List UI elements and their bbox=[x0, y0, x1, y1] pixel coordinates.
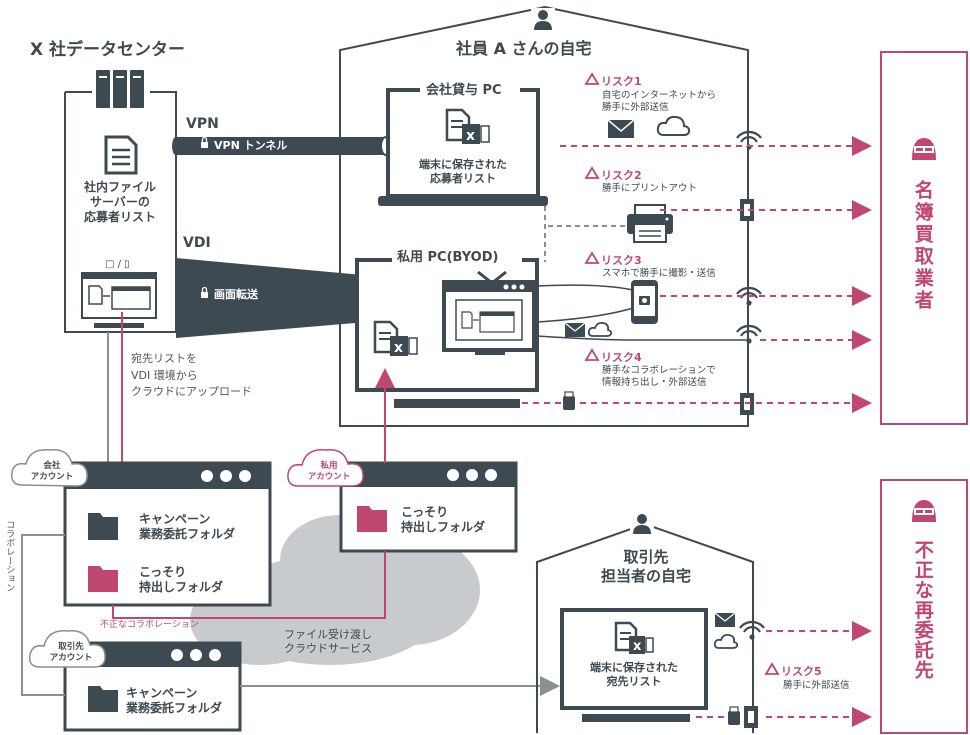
datacenter-title: X 社データセンター bbox=[30, 40, 186, 60]
risk2-title: リスク2 bbox=[601, 169, 642, 182]
risk1-title: リスク1 bbox=[601, 75, 642, 88]
usb-icon-partner bbox=[728, 706, 740, 725]
private-window bbox=[339, 461, 518, 553]
risk1-desc: 自宅のインターネットから 勝手に外部送信 bbox=[602, 90, 717, 113]
unauthorized-collab-label: 不正なコラボレーション bbox=[100, 620, 199, 630]
private-account-cloud bbox=[287, 449, 364, 487]
threat-box-top bbox=[880, 51, 968, 425]
screen-transfer-label: 画面転送 bbox=[214, 288, 258, 301]
cloud-service-label: ファイル受け渡し クラウドサービス bbox=[284, 628, 372, 655]
excel-icon-company: x bbox=[445, 108, 490, 144]
mail-icon-risk1 bbox=[607, 119, 635, 138]
company-laptop bbox=[378, 80, 548, 206]
company-pc-file-label: 端末に保存された 応募者リスト bbox=[419, 158, 507, 185]
byod-label: 私用 PC(BYOD) bbox=[397, 250, 499, 265]
risk2-desc: 勝手にプリントアウト bbox=[602, 183, 698, 194]
private-account-label: 私用 アカウント bbox=[307, 461, 351, 482]
partner-file-label: 端末に保存された 宛先リスト bbox=[590, 661, 678, 688]
usb-icon-a bbox=[563, 391, 575, 410]
company-account-cloud bbox=[10, 449, 88, 487]
document-icon bbox=[104, 135, 138, 175]
wifi-icon-4 bbox=[736, 324, 762, 344]
svg-text:x: x bbox=[394, 340, 403, 356]
person-icon-partner bbox=[630, 512, 654, 536]
printer-icon bbox=[627, 204, 673, 243]
risk3-desc: スマホで勝手に撮影・送信 bbox=[602, 268, 716, 279]
unauthorized-collab-line bbox=[112, 551, 386, 619]
person-icon-a bbox=[531, 8, 555, 32]
port-icon-partner bbox=[744, 706, 758, 728]
partner-campaign-folder: キャンペーン 業務委託フォルダ bbox=[126, 686, 223, 715]
print-connector bbox=[544, 206, 626, 262]
hacker-icon-top bbox=[912, 138, 936, 160]
company-window bbox=[63, 461, 272, 607]
mail-icon-partner bbox=[714, 612, 736, 627]
wifi-icon-partner bbox=[739, 620, 765, 640]
vdi-monitor-icon bbox=[81, 272, 157, 328]
vpn-label: VPN bbox=[186, 116, 219, 132]
risk4-desc: 勝手なコラボレーションで 情報持ち出し・外部送信 bbox=[602, 365, 716, 388]
house-a-outline bbox=[339, 5, 749, 427]
vpn-tunnel-label: VPN トンネル bbox=[214, 139, 288, 152]
vdi-icon-label: □ / ▯ bbox=[105, 259, 130, 270]
company-account-label: 会社 アカウント bbox=[30, 461, 74, 482]
risk5-title: リスク5 bbox=[781, 665, 822, 678]
risk-arrows-a bbox=[522, 136, 872, 413]
collab-label: コラボレーション bbox=[4, 520, 15, 592]
company-campaign-folder: キャンペーン 業務委託フォルダ bbox=[139, 512, 236, 541]
risk3-title: リスク3 bbox=[601, 254, 642, 267]
partner-account-cloud bbox=[28, 630, 106, 668]
cloud-icon-risk1 bbox=[656, 115, 691, 136]
risk-arrows-partner bbox=[696, 621, 872, 727]
upload-note: 宛先リストを VDI 環境から クラウドにアップロード bbox=[131, 352, 252, 398]
partner-house-title: 取引先 担当者の自宅 bbox=[600, 548, 691, 585]
collab-line-gray bbox=[21, 534, 65, 696]
warning-icons bbox=[584, 72, 780, 675]
company-pc-label: 会社貸与 PC bbox=[426, 83, 502, 98]
private-secret-folder: こっそり 持出しフォルダ bbox=[401, 505, 486, 534]
svg-text:x: x bbox=[633, 639, 642, 654]
byod-collab-line bbox=[536, 335, 750, 341]
threat-bottom-label: 不正な再委託先 bbox=[911, 540, 934, 680]
port-icon-printer bbox=[740, 199, 754, 221]
phone-capture-lines bbox=[536, 280, 658, 324]
excel-icon-byod: x bbox=[373, 320, 418, 356]
company-secret-folder: こっそり 持出しフォルダ bbox=[139, 565, 224, 594]
mail-icon-risk4 bbox=[564, 322, 586, 337]
partner-account-label: 取引先 アカウント bbox=[49, 642, 93, 663]
threat-box-bottom bbox=[880, 479, 968, 734]
server-icon bbox=[96, 70, 144, 108]
cloud-icon-risk4 bbox=[587, 321, 613, 337]
excel-icon-partner: x bbox=[614, 621, 654, 654]
hacker-icon-bottom bbox=[912, 500, 936, 522]
risk4-title: リスク4 bbox=[601, 351, 642, 364]
svg-text:x: x bbox=[466, 128, 475, 144]
threat-top-label: 名簿買取業者 bbox=[911, 180, 934, 312]
house-a-title: 社員 A さんの自宅 bbox=[456, 39, 592, 58]
file-server-label: 社内ファイル サーバーの 応募者リスト bbox=[83, 180, 156, 224]
vdi-label: VDI bbox=[183, 235, 211, 251]
vdi-screen-on-byod bbox=[442, 270, 536, 355]
cloud-icon-partner bbox=[713, 633, 739, 649]
risk5-desc: 勝手に外部送信 bbox=[783, 680, 850, 691]
